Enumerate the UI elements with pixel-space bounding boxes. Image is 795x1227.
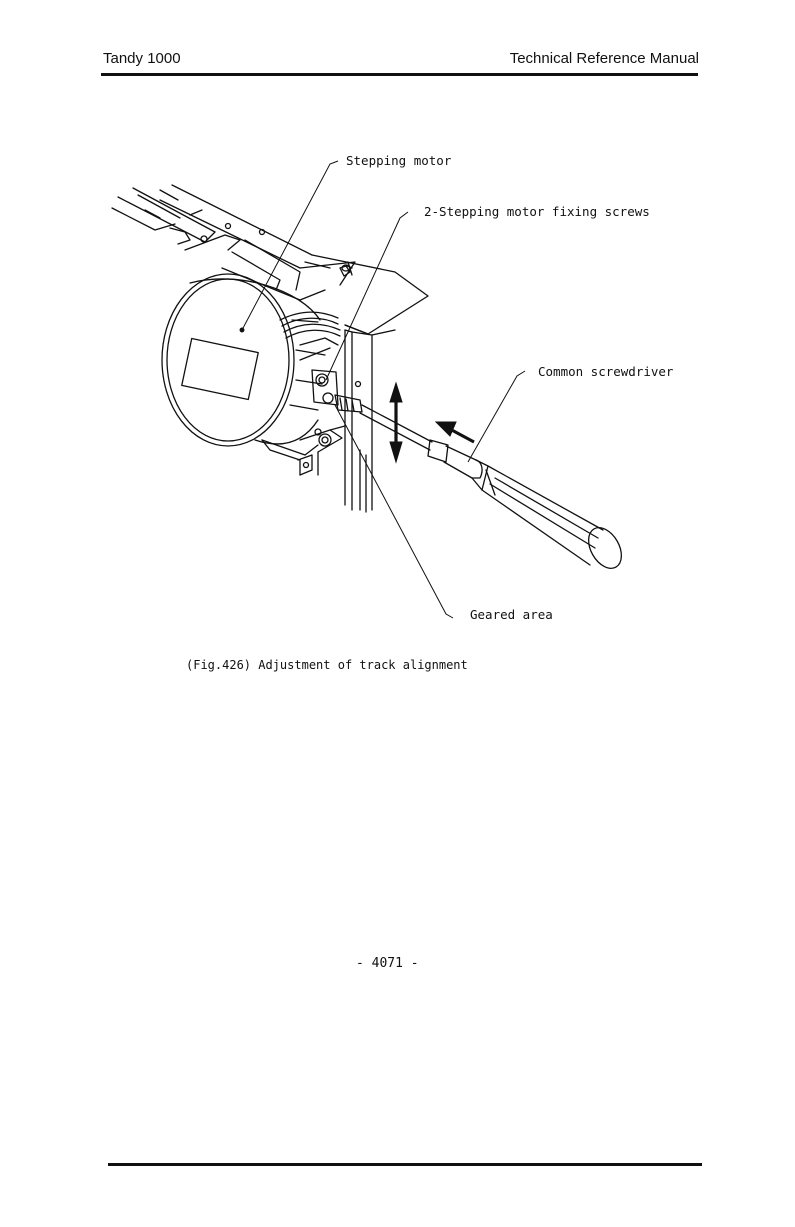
upper-plate xyxy=(312,255,428,334)
geared-area xyxy=(335,395,362,412)
mounting-bracket xyxy=(345,330,395,512)
label-stepping-motor: Stepping motor xyxy=(346,153,451,168)
label-fixing-screws: 2-Stepping motor fixing screws xyxy=(424,204,650,219)
figure-caption: (Fig.426) Adjustment of track alignment xyxy=(186,658,468,672)
page-number: - 4071 - xyxy=(356,956,419,971)
lower-bracket xyxy=(262,426,345,475)
adjustment-arrows xyxy=(390,383,474,462)
screwdriver xyxy=(360,405,628,574)
footer-rule xyxy=(108,1163,702,1166)
track-alignment-illustration xyxy=(0,0,795,720)
label-screwdriver: Common screwdriver xyxy=(538,364,673,379)
chassis-frame xyxy=(112,185,355,300)
label-geared-area: Geared area xyxy=(470,607,553,622)
